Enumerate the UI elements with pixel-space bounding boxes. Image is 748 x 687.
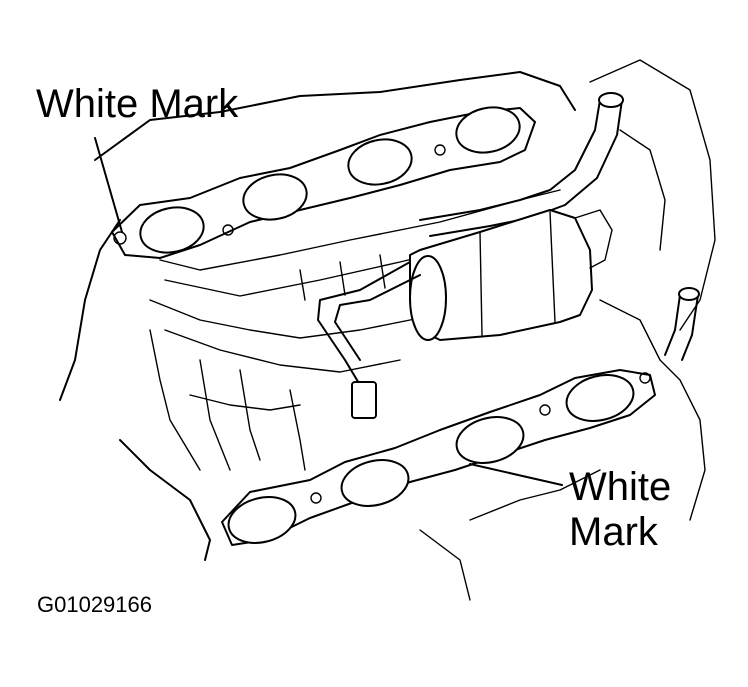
stud-bolt — [664, 287, 700, 361]
figure-id: G01029166 — [37, 592, 152, 617]
leader-line-top — [94, 137, 123, 233]
lower-manifold-gasket — [221, 369, 656, 546]
white-mark-label-bottom: White Mark — [569, 465, 671, 555]
white-mark-label-bottom-line1: White — [569, 465, 672, 509]
upper-manifold-gasket — [111, 106, 536, 259]
starter-motor — [317, 209, 613, 419]
white-mark-label-bottom-line2: Mark — [569, 510, 658, 554]
fuel-pipe — [419, 92, 624, 237]
leader-line-bottom — [469, 463, 563, 486]
white-mark-label-top: White Mark — [36, 82, 239, 126]
